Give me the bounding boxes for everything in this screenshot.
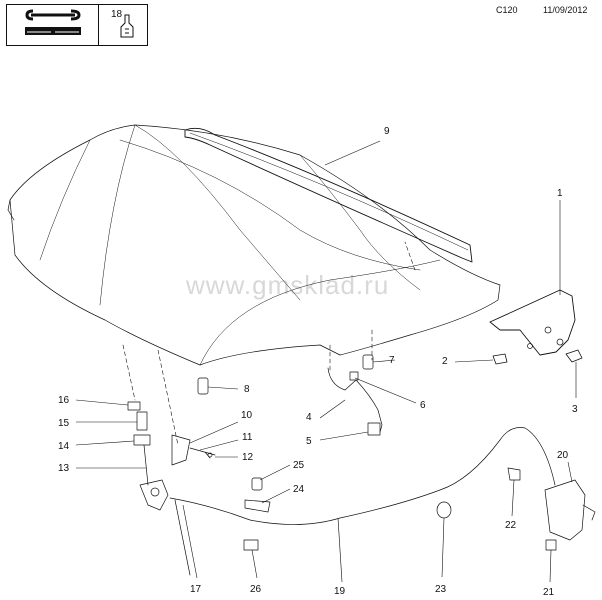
- callout-19: 19: [334, 586, 346, 597]
- diagram-code: C120: [496, 5, 518, 15]
- callout-10: 10: [241, 410, 253, 421]
- callout-23: 23: [435, 584, 447, 595]
- callout-22: 22: [505, 520, 517, 531]
- badge-number: 18: [111, 9, 123, 20]
- hood-seal: [184, 127, 473, 263]
- header-badge: 18: [6, 4, 148, 46]
- callout-12: 12: [242, 452, 254, 463]
- callout-11: 11: [242, 432, 253, 443]
- callout-5: 5: [306, 436, 312, 447]
- callout-13: 13: [58, 463, 70, 474]
- callout-21: 21: [543, 587, 555, 598]
- callout-4: 4: [306, 412, 312, 423]
- callout-1: 1: [557, 188, 563, 199]
- callout-8: 8: [244, 384, 250, 395]
- callout-2: 2: [442, 356, 448, 367]
- callout-6: 6: [420, 400, 426, 411]
- callout-16: 16: [58, 395, 70, 406]
- callout-15: 15: [58, 418, 70, 429]
- clip-part-icon: [120, 14, 134, 38]
- callout-26: 26: [250, 584, 262, 595]
- callout-25: 25: [293, 460, 305, 471]
- wrench-book-icon: [25, 9, 81, 35]
- callout-9: 9: [384, 126, 390, 137]
- callout-7: 7: [389, 355, 395, 366]
- part-cell: 18: [98, 4, 148, 46]
- callout-24: 24: [293, 484, 305, 495]
- hood-hinge: [489, 289, 576, 356]
- callout-14: 14: [58, 441, 70, 452]
- hood-panel: [9, 124, 501, 366]
- manual-cell: [6, 4, 100, 46]
- callout-17: 17: [190, 584, 202, 595]
- diagram-date: 11/09/2012: [543, 5, 588, 15]
- callout-20: 20: [557, 450, 569, 461]
- callout-3: 3: [572, 404, 578, 415]
